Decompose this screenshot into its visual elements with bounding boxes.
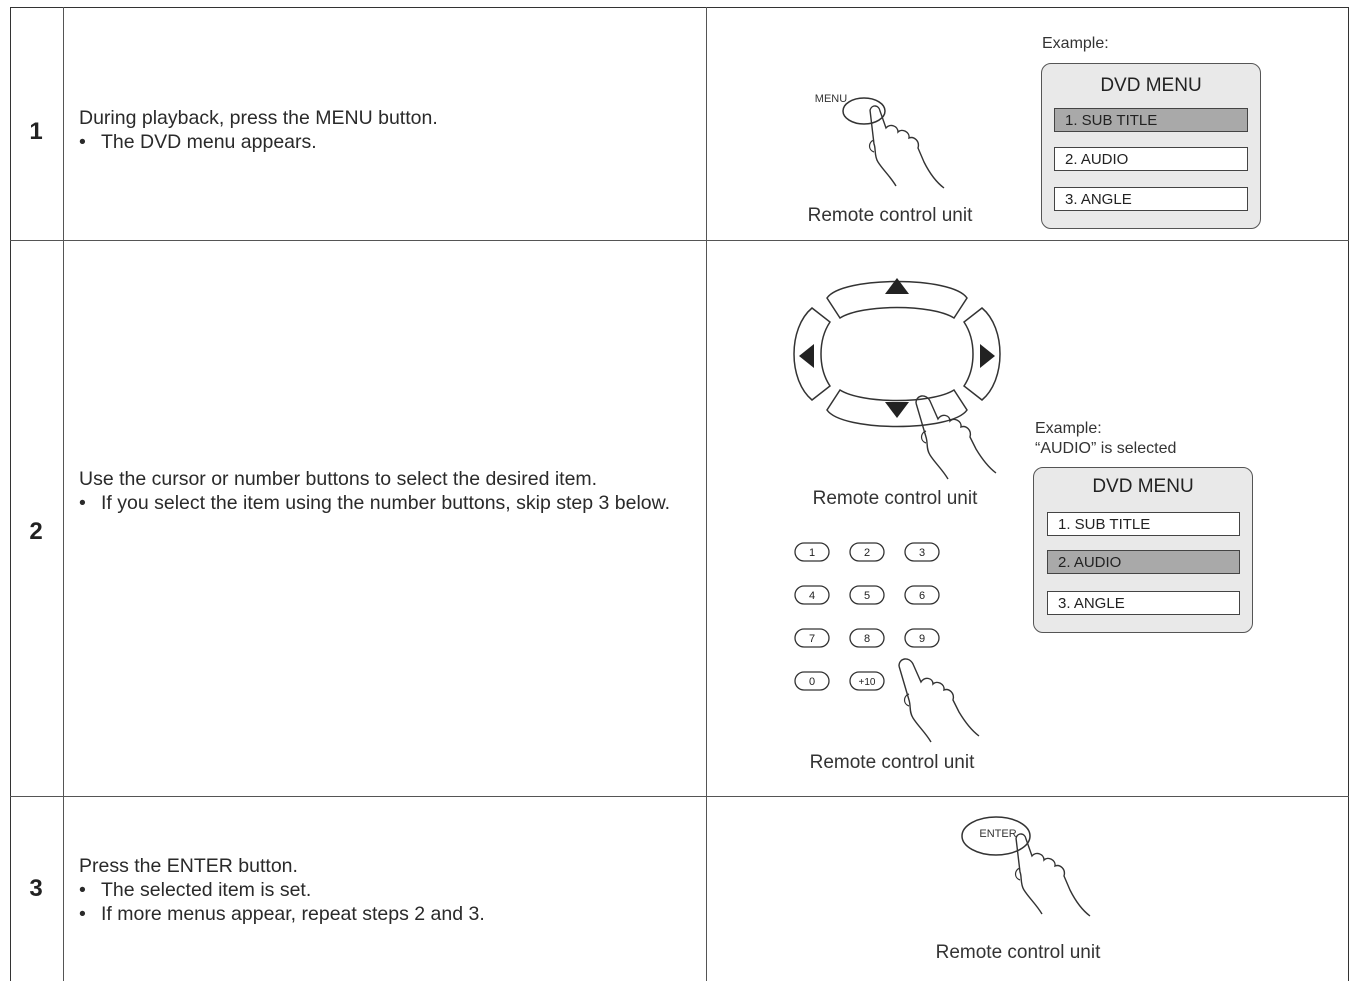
example-label: Example: [1035, 420, 1102, 437]
step-text: Press the ENTER button. [79, 855, 298, 877]
menu-item-angle: 3. ANGLE [1054, 187, 1248, 211]
step-text: During playback, press the MENU button. [79, 107, 438, 129]
remote-caption: Remote control unit [807, 205, 973, 226]
dvd-menu-title: DVD MENU [1092, 476, 1194, 497]
number-key-plus10: +10 [849, 671, 885, 691]
hand-pointer-icon [915, 395, 997, 480]
number-key-label: 2 [864, 547, 870, 559]
number-key-3: 3 [904, 542, 940, 562]
number-key-9: 9 [904, 628, 940, 648]
bullet-text: If you select the item using the number … [101, 492, 671, 514]
dvd-menu-title: DVD MENU [1100, 75, 1202, 96]
menu-item-angle: 3. ANGLE [1047, 591, 1240, 615]
number-key-label: 7 [809, 633, 815, 645]
step-3-description: Press the ENTER button. •The selected it… [79, 854, 692, 926]
number-key-label: 0 [809, 676, 815, 688]
dvd-menu-example: DVD MENU 1. SUB TITLE 2. AUDIO 3. ANGLE [1033, 467, 1253, 633]
remote-caption: Remote control unit [809, 752, 975, 773]
number-key-7: 7 [794, 628, 830, 648]
step-number: 3 [29, 875, 43, 902]
step-text: Use the cursor or number buttons to sele… [79, 468, 598, 490]
dvd-menu-example: DVD MENU 1. SUB TITLE 2. AUDIO 3. ANGLE [1041, 63, 1261, 229]
step-2-description: Use the cursor or number buttons to sele… [79, 467, 692, 515]
number-key-5: 5 [849, 585, 885, 605]
remote-caption: Remote control unit [935, 942, 1101, 963]
step-bullet: •The DVD menu appears. [79, 131, 317, 153]
menu-item-sub-title: 1. SUB TITLE [1054, 108, 1248, 132]
step-bullet: •If you select the item using the number… [79, 492, 671, 514]
step-bullet: •The selected item is set. [79, 879, 312, 901]
row-divider-1 [10, 240, 1349, 241]
number-key-6: 6 [904, 585, 940, 605]
cursor-pad-icon [793, 278, 1001, 428]
number-key-label: 8 [864, 633, 870, 645]
arrow-up-icon [885, 278, 909, 294]
step-1-description: During playback, press the MENU button. … [79, 106, 692, 154]
bullet-text: If more menus appear, repeat steps 2 and… [101, 903, 485, 925]
step-number: 1 [29, 118, 43, 145]
number-key-label: 9 [919, 633, 925, 645]
hand-pointer-icon [961, 816, 1091, 917]
step-bullet: •If more menus appear, repeat steps 2 an… [79, 903, 485, 925]
number-key-label: 5 [864, 590, 870, 602]
number-key-label: 4 [809, 590, 815, 602]
arrow-down-icon [885, 402, 909, 418]
hand-pointer-icon [898, 658, 980, 743]
number-key-8: 8 [849, 628, 885, 648]
menu-item-audio: 2. AUDIO [1047, 550, 1240, 574]
number-key-4: 4 [794, 585, 830, 605]
number-keypad: 1 2 3 4 5 6 7 8 9 0 +10 [794, 542, 940, 691]
example-note: “AUDIO” is selected [1035, 440, 1177, 457]
enter-remote-button [961, 816, 1031, 856]
row-divider-2 [10, 796, 1349, 797]
bullet-text: The DVD menu appears. [101, 131, 317, 153]
arrow-right-icon [980, 344, 995, 368]
number-key-0: 0 [794, 671, 830, 691]
remote-caption: Remote control unit [812, 488, 978, 509]
number-key-2: 2 [849, 542, 885, 562]
example-label: Example: [1042, 35, 1109, 52]
menu-item-sub-title: 1. SUB TITLE [1047, 512, 1240, 536]
menu-remote-button [842, 97, 886, 125]
number-key-label: 6 [919, 590, 925, 602]
number-key-label: 3 [919, 547, 925, 559]
menu-item-audio: 2. AUDIO [1054, 147, 1248, 171]
illustration-column-divider [706, 7, 707, 981]
menu-button-label: MENU [814, 93, 848, 105]
enter-button-label: ENTER [979, 828, 1017, 840]
number-key-label: +10 [859, 677, 876, 688]
hand-pointer-icon [842, 97, 945, 189]
number-key-label: 1 [809, 547, 815, 559]
number-column-divider [63, 7, 64, 981]
number-key-1: 1 [794, 542, 830, 562]
steps-table [10, 7, 1349, 981]
arrow-left-icon [799, 344, 814, 368]
bullet-text: The selected item is set. [101, 879, 312, 901]
step-number: 2 [29, 518, 43, 545]
